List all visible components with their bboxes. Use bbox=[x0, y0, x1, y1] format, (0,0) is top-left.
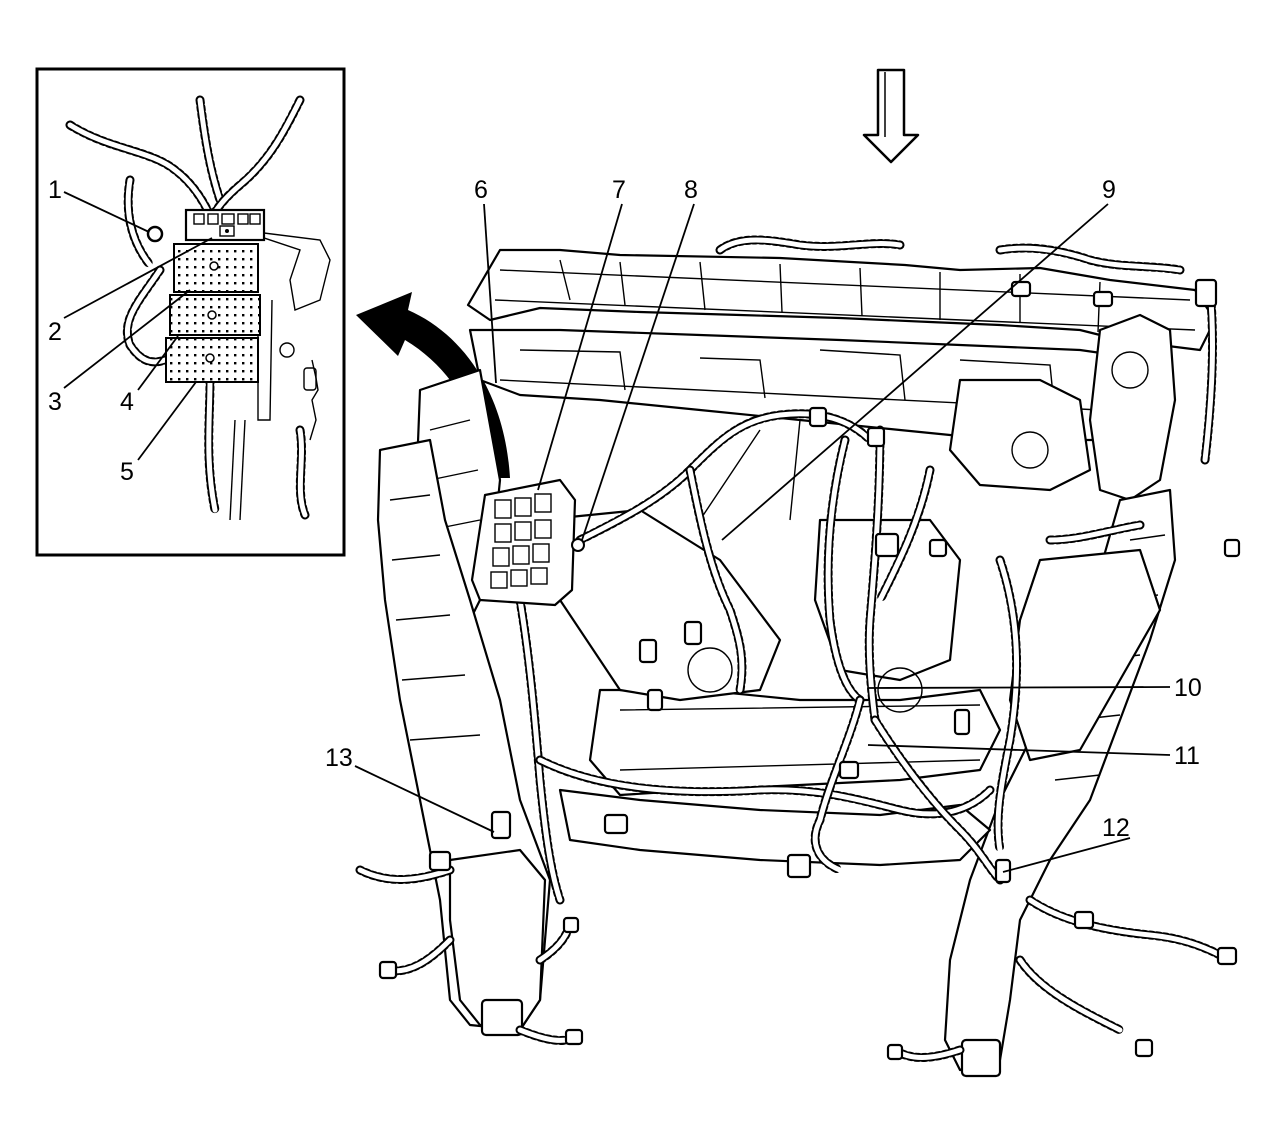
inset-harness bbox=[65, 95, 331, 521]
callout-1: 1 bbox=[48, 176, 62, 204]
callout-leaders bbox=[354, 203, 1171, 873]
callout-9: 9 bbox=[1102, 176, 1116, 204]
inset-leaders bbox=[63, 191, 213, 461]
chassis-frame bbox=[376, 248, 1217, 1078]
callout-7: 7 bbox=[612, 176, 626, 204]
detail-inset bbox=[35, 67, 346, 557]
callout-labels: 1 2 3 4 5 6 7 8 9 10 11 12 13 bbox=[48, 176, 1202, 842]
underhood-fuse-block bbox=[470, 478, 585, 607]
down-arrow-icon bbox=[862, 68, 920, 164]
callout-11: 11 bbox=[1174, 742, 1200, 770]
callout-5: 5 bbox=[120, 458, 134, 486]
callout-2: 2 bbox=[48, 318, 62, 346]
callout-10: 10 bbox=[1174, 674, 1202, 702]
callout-4: 4 bbox=[120, 388, 134, 416]
callout-12: 12 bbox=[1102, 814, 1130, 842]
callout-3: 3 bbox=[48, 388, 62, 416]
inset-fuse-block bbox=[146, 208, 266, 383]
callout-8: 8 bbox=[684, 176, 698, 204]
harness-connectors bbox=[378, 278, 1241, 1061]
callout-6: 6 bbox=[474, 176, 488, 204]
callout-13: 13 bbox=[325, 744, 353, 772]
curved-arrow-icon bbox=[356, 292, 510, 478]
main-wiring-harness bbox=[355, 235, 1225, 1062]
